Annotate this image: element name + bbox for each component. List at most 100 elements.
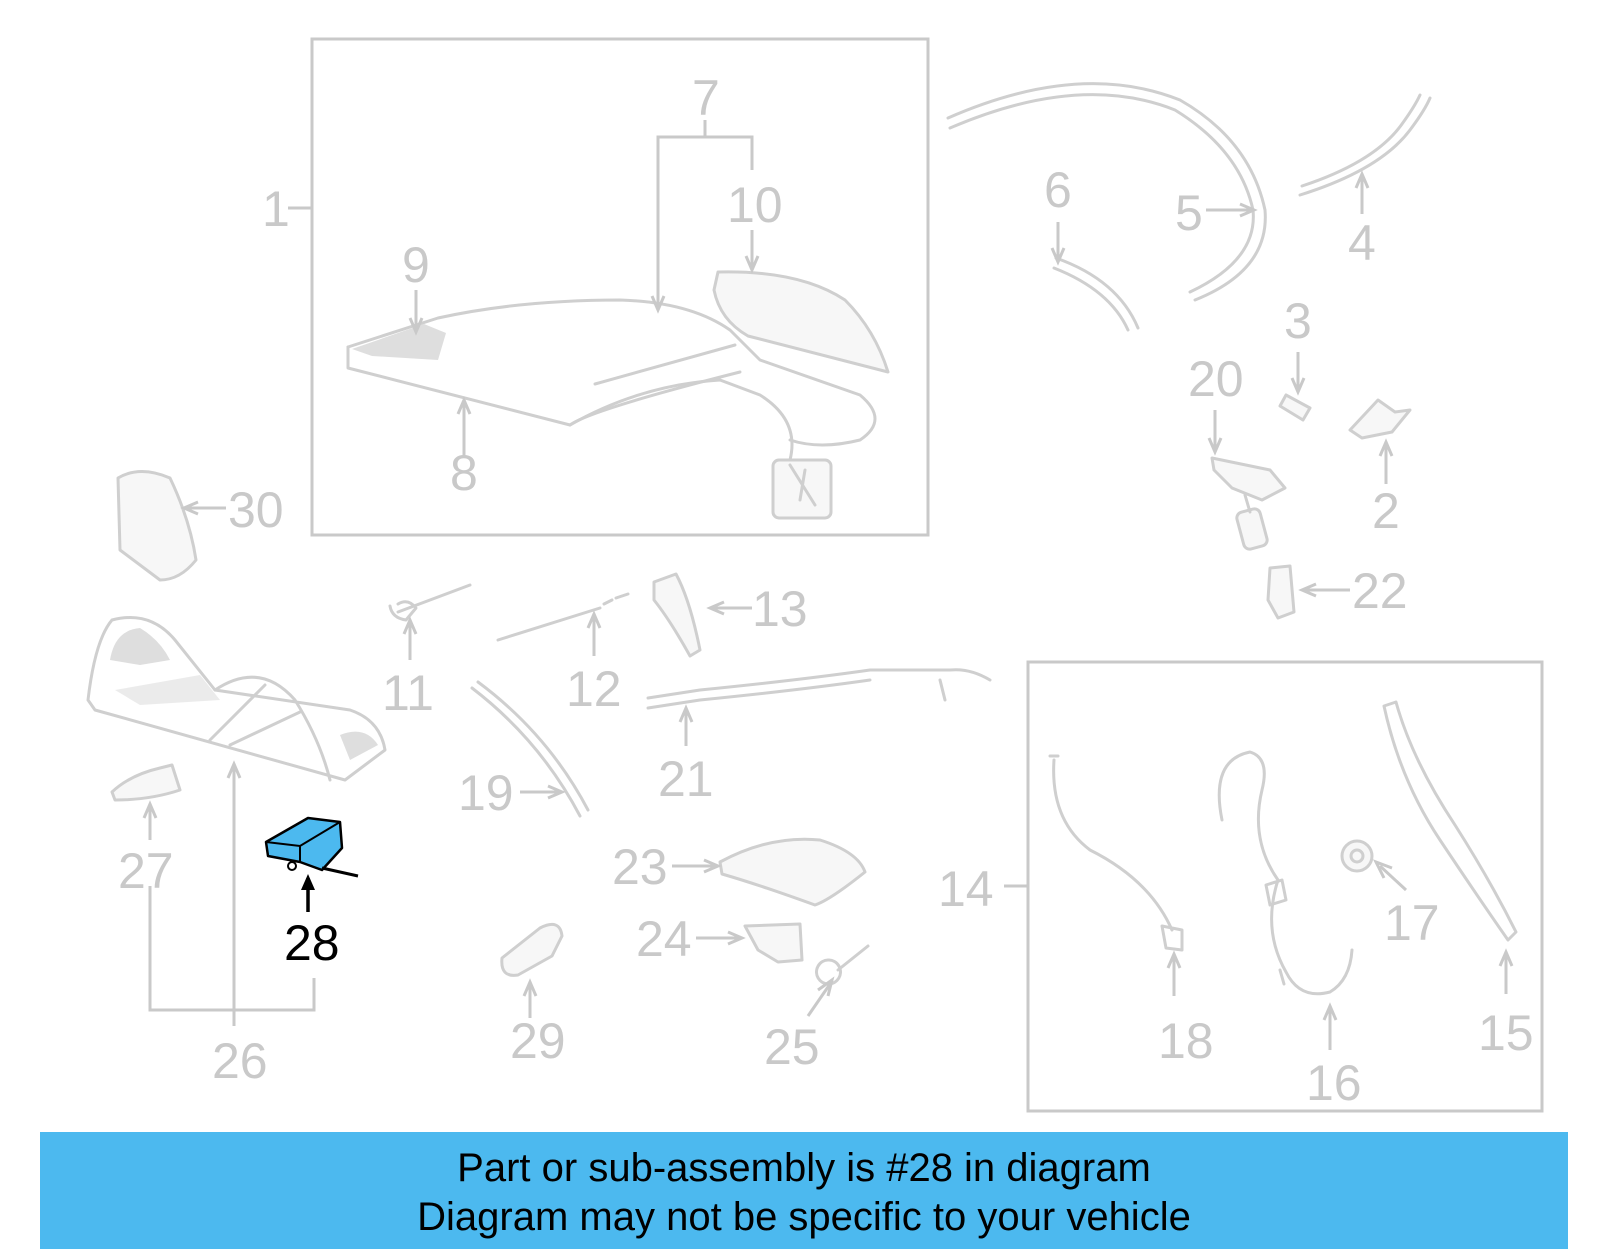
leader-24-arrow <box>727 930 746 946</box>
leader-16-arrow <box>1322 1002 1338 1021</box>
callout-1: 1 <box>262 181 290 237</box>
bracket-part-29 <box>500 922 564 977</box>
leader-29-arrow <box>522 978 538 997</box>
leader-2-arrow <box>1378 438 1394 457</box>
callout-27: 27 <box>118 843 174 899</box>
leader-10-arrow <box>744 255 760 274</box>
callout-3: 3 <box>1284 293 1312 349</box>
seal-part-4 <box>1298 96 1432 197</box>
frame-part-26 <box>86 616 387 782</box>
bracket-part-22 <box>1266 564 1296 620</box>
callout-30: 30 <box>228 482 284 538</box>
cover-part-30 <box>116 470 198 582</box>
leader-28-arrow <box>301 874 315 890</box>
rear-window-part <box>712 270 890 374</box>
screw-part-25 <box>815 944 870 986</box>
callout-17: 17 <box>1384 895 1440 951</box>
leader-15-arrow <box>1498 948 1514 967</box>
callout-4: 4 <box>1348 215 1376 271</box>
leader-19-arrow <box>547 784 566 800</box>
leader-13-arrow <box>706 600 725 616</box>
seal-part-4-inner <box>1300 93 1422 188</box>
leader-4-arrow <box>1354 170 1370 189</box>
leader-5-arrow <box>1239 202 1258 218</box>
leader-20-arrow <box>1207 437 1223 456</box>
bracket-part-24 <box>743 922 804 964</box>
banner-line-1: Part or sub-assembly is #28 in diagram <box>457 1146 1151 1190</box>
cable-part-12 <box>496 592 630 642</box>
highlighted-part-28 <box>264 816 359 878</box>
leader-25-arrow <box>817 976 835 997</box>
leader-11-arrow <box>402 616 418 635</box>
strip-part-19 <box>470 686 582 818</box>
callout-13: 13 <box>752 581 808 637</box>
leader-7-arrow <box>650 295 666 314</box>
leader-6-arrow <box>1050 247 1066 266</box>
leader-23-arrow <box>703 858 722 874</box>
rod-part-11 <box>388 583 472 622</box>
leader-26 <box>148 766 316 1026</box>
callout-19: 19 <box>458 765 514 821</box>
callout-2: 2 <box>1372 483 1400 539</box>
assembly-box-14 <box>1026 660 1544 1113</box>
seal-part-6 <box>1052 266 1130 332</box>
callout-12: 12 <box>566 661 622 717</box>
bracket-part-27 <box>110 763 182 802</box>
seal-part-15 <box>1382 700 1518 942</box>
bracket-part-2 <box>1348 398 1412 440</box>
leader-26-arrow <box>226 760 242 779</box>
callout-23: 23 <box>612 839 668 895</box>
callout-14: 14 <box>938 861 994 917</box>
callout-5: 5 <box>1175 185 1203 241</box>
callout-15: 15 <box>1478 1005 1534 1061</box>
callout-28: 28 <box>284 915 340 971</box>
latch-part-20 <box>1210 456 1287 551</box>
info-banner: Part or sub-assembly is #28 in diagram D… <box>40 1132 1568 1249</box>
assembly-box-1 <box>310 37 930 537</box>
strip-part-19-b <box>476 680 590 812</box>
leader-30-arrow <box>180 500 199 516</box>
callout-18: 18 <box>1158 1013 1214 1069</box>
callout-21: 21 <box>658 751 714 807</box>
leader-17-arrow <box>1372 859 1393 879</box>
cable-part-18 <box>1052 758 1174 932</box>
grommet-part-17 <box>1340 839 1374 873</box>
callout-7: 7 <box>692 70 720 126</box>
banner-line-2: Diagram may not be specific to your vehi… <box>417 1195 1191 1239</box>
leader-21-arrow <box>678 704 694 723</box>
callout-10: 10 <box>727 177 783 233</box>
leader-7 <box>656 120 754 308</box>
callout-24: 24 <box>636 911 692 967</box>
callout-22: 22 <box>1352 563 1408 619</box>
callout-20: 20 <box>1188 351 1244 407</box>
seal-part-6-inner <box>1054 256 1140 330</box>
pin-part-3 <box>1278 393 1312 422</box>
leader-3-arrow <box>1290 377 1306 396</box>
callout-6: 6 <box>1044 162 1072 218</box>
cable-part-18-b <box>1048 754 1184 952</box>
grommet-part-17-inner <box>1349 848 1365 864</box>
harness-part-16-b <box>1264 878 1288 986</box>
cover-part-23 <box>718 837 867 907</box>
leader-17 <box>1378 864 1408 892</box>
callout-9: 9 <box>402 237 430 293</box>
bracket-part-13 <box>652 572 702 658</box>
leader-8-arrow <box>456 396 472 415</box>
harness-part-16 <box>1217 750 1354 996</box>
soft-top-part <box>346 298 877 520</box>
leader-18-arrow <box>1166 950 1182 969</box>
rail-part-21-b <box>646 678 947 710</box>
callout-25: 25 <box>764 1019 820 1075</box>
rail-part-21 <box>646 668 992 700</box>
leader-9-arrow <box>408 317 424 336</box>
callout-8: 8 <box>450 445 478 501</box>
callout-16: 16 <box>1306 1055 1362 1111</box>
seal-part-5-inner <box>948 93 1255 294</box>
leader-27-arrow <box>142 800 158 819</box>
callout-29: 29 <box>510 1013 566 1069</box>
leader-25 <box>806 983 832 1017</box>
leader-12-arrow <box>586 610 602 629</box>
leader-22-arrow <box>1298 582 1317 598</box>
callout-26: 26 <box>212 1033 268 1089</box>
